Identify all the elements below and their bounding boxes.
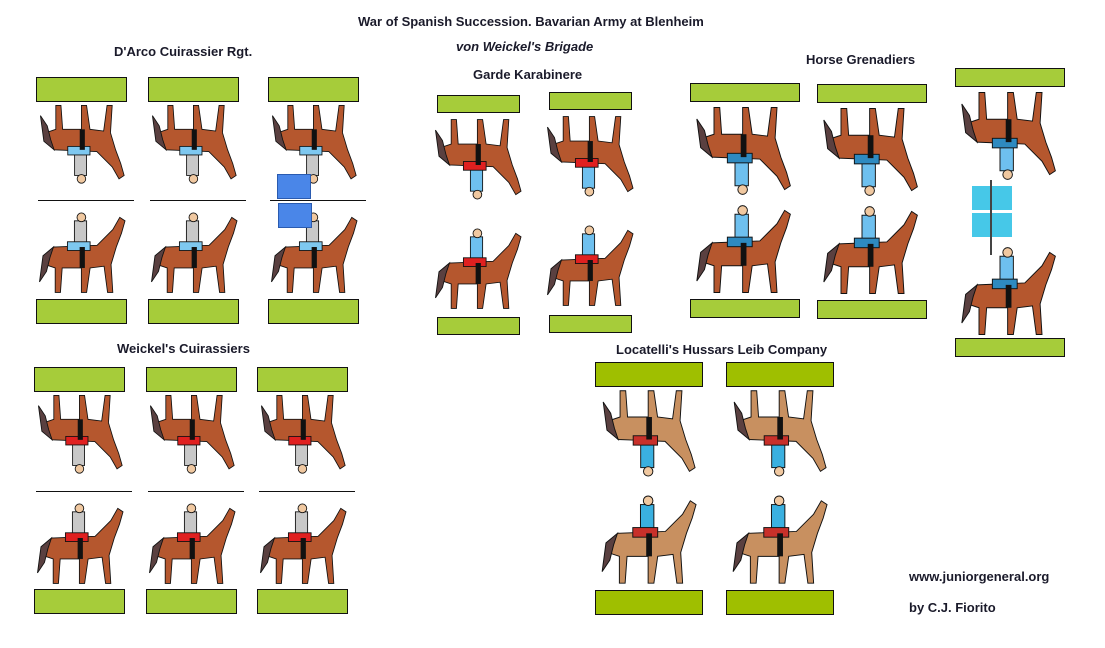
weickel-fold-line-3 [259, 491, 355, 492]
hussar-figure-flipped-1 [602, 390, 696, 477]
darco-cavalry-figure-1 [39, 212, 126, 293]
label-weickel: Weickel's Cuirassiers [117, 341, 250, 356]
hussar-figure-2 [732, 495, 828, 584]
weickel-cavalry-figure-flipped-3 [261, 394, 346, 474]
darco-base-bottom-1 [36, 299, 127, 324]
weickel-cavalry-figure-2 [149, 503, 236, 584]
hussar-figure-flipped-2 [733, 390, 827, 477]
darco-standard-flag-bottom [278, 203, 312, 228]
weickel-cavalry-figure-3 [260, 503, 347, 584]
grenadier-base-bottom-2 [817, 300, 927, 319]
page-title: War of Spanish Succession. Bavarian Army… [358, 14, 704, 29]
garde-base-bottom-2 [549, 315, 632, 333]
garde-figure-flipped-1 [435, 119, 522, 200]
darco-base-top-1 [36, 77, 127, 102]
grenadier-base-top-2 [817, 84, 927, 103]
weickel-base-bottom-1 [34, 589, 125, 614]
darco-base-top-2 [148, 77, 239, 102]
garde-base-top-1 [437, 95, 520, 113]
weickel-base-top-2 [146, 367, 237, 392]
hussar-figure-1 [601, 495, 697, 584]
darco-cavalry-figure-flipped-2 [152, 104, 237, 184]
grenadier-standard-figure-flipped [961, 92, 1056, 180]
grenadier-standard-figure [961, 247, 1056, 335]
brigade-subtitle: von Weickel's Brigade [456, 39, 594, 54]
darco-cavalry-figure-flipped-1 [40, 104, 125, 184]
darco-base-bottom-3 [268, 299, 359, 324]
label-horse-grenadiers: Horse Grenadiers [806, 52, 916, 67]
hussar-base-bottom-2 [726, 590, 834, 615]
darco-fold-line-2 [150, 200, 246, 201]
weickel-base-top-1 [34, 367, 125, 392]
grenadier-figure-1 [696, 205, 791, 293]
grenadier-standard-flag-top [972, 186, 1012, 210]
darco-cavalry-figure-flipped-3 [272, 104, 357, 184]
garde-figure-flipped-2 [547, 116, 634, 197]
garde-figure-1 [435, 228, 522, 309]
grenadier-base-bottom-1 [690, 299, 800, 318]
weickel-base-bottom-2 [146, 589, 237, 614]
grenadier-standard-base-bottom [955, 338, 1065, 357]
grenadier-figure-2 [823, 206, 918, 294]
label-darco: D'Arco Cuirassier Rgt. [114, 44, 253, 59]
grenadier-figure-flipped-2 [823, 108, 918, 196]
weickel-base-bottom-3 [257, 589, 348, 614]
grenadier-figure-flipped-1 [696, 107, 791, 195]
label-garde: Garde Karabinere [473, 67, 583, 82]
author-credit: by C.J. Fiorito [909, 600, 996, 615]
weickel-fold-line-1 [36, 491, 132, 492]
grenadier-standard-flag-bottom [972, 213, 1012, 237]
garde-base-top-2 [549, 92, 632, 110]
darco-standard-flag-top [277, 174, 311, 199]
hussar-base-top-2 [726, 362, 834, 387]
darco-fold-line-1 [38, 200, 134, 201]
grenadier-base-top-1 [690, 83, 800, 102]
grenadier-standard-base-top [955, 68, 1065, 87]
weickel-cavalry-figure-1 [37, 503, 124, 584]
website-credit: www.juniorgeneral.org [909, 569, 1050, 584]
weickel-cavalry-figure-flipped-1 [38, 394, 123, 474]
garde-figure-2 [547, 225, 634, 306]
weickel-base-top-3 [257, 367, 348, 392]
darco-fold-line-3 [270, 200, 366, 201]
hussar-base-top-1 [595, 362, 703, 387]
label-locatelli: Locatelli's Hussars Leib Company [616, 342, 828, 357]
hussar-base-bottom-1 [595, 590, 703, 615]
darco-base-top-3 [268, 77, 359, 102]
darco-base-bottom-2 [148, 299, 239, 324]
standard-pole [990, 180, 992, 255]
weickel-cavalry-figure-flipped-2 [150, 394, 235, 474]
darco-cavalry-figure-2 [151, 212, 238, 293]
weickel-fold-line-2 [148, 491, 244, 492]
garde-base-bottom-1 [437, 317, 520, 335]
